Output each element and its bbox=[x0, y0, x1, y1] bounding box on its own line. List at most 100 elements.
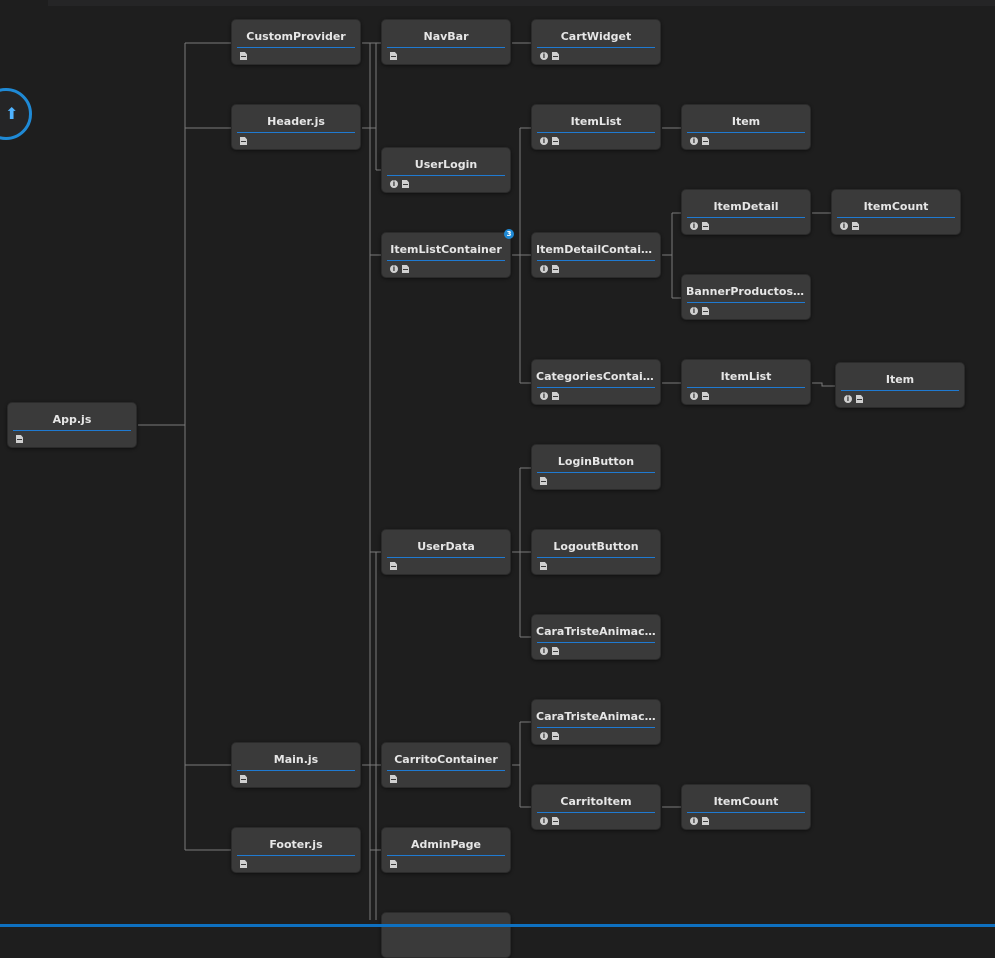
node-label: AdminPage bbox=[411, 838, 481, 851]
node-navbar[interactable]: NavBar bbox=[381, 19, 511, 65]
node-loginbutton[interactable]: LoginButton bbox=[531, 444, 661, 490]
file-icon[interactable] bbox=[240, 137, 247, 145]
node-footer[interactable]: Footer.js bbox=[231, 827, 361, 873]
node-app[interactable]: App.js bbox=[7, 402, 137, 448]
node-categoriescontainer[interactable]: CategoriesContainer i bbox=[531, 359, 661, 405]
file-icon[interactable] bbox=[552, 647, 559, 655]
node-itemlist2[interactable]: ItemList i bbox=[681, 359, 811, 405]
info-icon[interactable]: i bbox=[540, 137, 548, 145]
file-icon[interactable] bbox=[390, 52, 397, 60]
info-icon[interactable]: i bbox=[540, 52, 548, 60]
file-icon[interactable] bbox=[852, 222, 859, 230]
file-icon[interactable] bbox=[702, 817, 709, 825]
file-icon[interactable] bbox=[552, 817, 559, 825]
node-label: ItemList bbox=[570, 115, 622, 128]
file-icon[interactable] bbox=[540, 477, 547, 485]
node-icons: i bbox=[690, 222, 709, 232]
node-icons bbox=[390, 860, 397, 870]
node-label: ItemCount bbox=[863, 200, 929, 213]
file-icon[interactable] bbox=[702, 392, 709, 400]
info-icon[interactable]: i bbox=[690, 392, 698, 400]
file-icon[interactable] bbox=[552, 265, 559, 273]
file-icon[interactable] bbox=[402, 265, 409, 273]
file-icon[interactable] bbox=[390, 860, 397, 868]
info-icon[interactable]: i bbox=[540, 817, 548, 825]
info-icon[interactable]: i bbox=[540, 647, 548, 655]
node-userlogin[interactable]: UserLogin i bbox=[381, 147, 511, 193]
info-icon[interactable]: i bbox=[690, 137, 698, 145]
info-icon[interactable]: i bbox=[690, 222, 698, 230]
node-carritocontainer[interactable]: CarritoContainer bbox=[381, 742, 511, 788]
file-icon[interactable] bbox=[390, 775, 397, 783]
node-label: ItemList bbox=[720, 370, 772, 383]
file-icon[interactable] bbox=[540, 562, 547, 570]
file-icon[interactable] bbox=[390, 562, 397, 570]
connector-lines bbox=[138, 42, 835, 920]
node-customprovider[interactable]: CustomProvider bbox=[231, 19, 361, 65]
connector bbox=[362, 42, 371, 920]
node-main[interactable]: Main.js bbox=[231, 742, 361, 788]
node-underline bbox=[537, 387, 655, 388]
node-itemcount1[interactable]: ItemCount i bbox=[831, 189, 961, 235]
node-label: LoginButton bbox=[557, 455, 635, 468]
file-icon[interactable] bbox=[856, 395, 863, 403]
file-icon[interactable] bbox=[402, 180, 409, 188]
node-underline bbox=[687, 132, 805, 133]
file-icon[interactable] bbox=[240, 775, 247, 783]
file-icon[interactable] bbox=[552, 732, 559, 740]
node-logoutbutton[interactable]: LogoutButton bbox=[531, 529, 661, 575]
node-partial[interactable] bbox=[381, 912, 511, 958]
node-underline bbox=[387, 557, 505, 558]
node-icons bbox=[240, 52, 247, 62]
file-icon[interactable] bbox=[552, 137, 559, 145]
file-icon[interactable] bbox=[552, 52, 559, 60]
file-icon[interactable] bbox=[552, 392, 559, 400]
info-icon[interactable]: i bbox=[690, 307, 698, 315]
node-itemlist1[interactable]: ItemList i bbox=[531, 104, 661, 150]
file-icon[interactable] bbox=[702, 137, 709, 145]
info-icon[interactable]: i bbox=[540, 392, 548, 400]
node-label: BannerProductosMini... bbox=[686, 285, 806, 298]
node-label: Header.js bbox=[267, 115, 325, 128]
node-icons bbox=[240, 775, 247, 785]
node-label: UserLogin bbox=[414, 158, 478, 171]
node-icons: i bbox=[690, 817, 709, 827]
file-icon[interactable] bbox=[240, 52, 247, 60]
info-icon[interactable]: i bbox=[844, 395, 852, 403]
info-icon[interactable]: i bbox=[690, 817, 698, 825]
node-underline bbox=[537, 642, 655, 643]
info-icon[interactable]: i bbox=[540, 265, 548, 273]
file-icon[interactable] bbox=[702, 307, 709, 315]
node-icons bbox=[240, 860, 247, 870]
node-header[interactable]: Header.js bbox=[231, 104, 361, 150]
node-adminpage[interactable]: AdminPage bbox=[381, 827, 511, 873]
info-icon[interactable]: i bbox=[540, 732, 548, 740]
file-icon[interactable] bbox=[16, 435, 23, 443]
node-label: CategoriesContainer bbox=[536, 370, 656, 383]
file-icon[interactable] bbox=[240, 860, 247, 868]
node-icons bbox=[540, 477, 547, 487]
file-icon[interactable] bbox=[702, 222, 709, 230]
upload-arrow-icon: ⬆ bbox=[5, 104, 19, 123]
node-underline bbox=[537, 260, 655, 261]
connector bbox=[185, 42, 231, 851]
node-banner[interactable]: BannerProductosMini... i bbox=[681, 274, 811, 320]
info-icon[interactable]: i bbox=[840, 222, 848, 230]
info-icon[interactable]: i bbox=[390, 180, 398, 188]
node-underline bbox=[387, 47, 505, 48]
node-icons: i bbox=[540, 392, 559, 402]
node-underline bbox=[837, 217, 955, 218]
info-icon[interactable]: i bbox=[390, 265, 398, 273]
node-underline bbox=[387, 770, 505, 771]
node-userdata[interactable]: UserData bbox=[381, 529, 511, 575]
